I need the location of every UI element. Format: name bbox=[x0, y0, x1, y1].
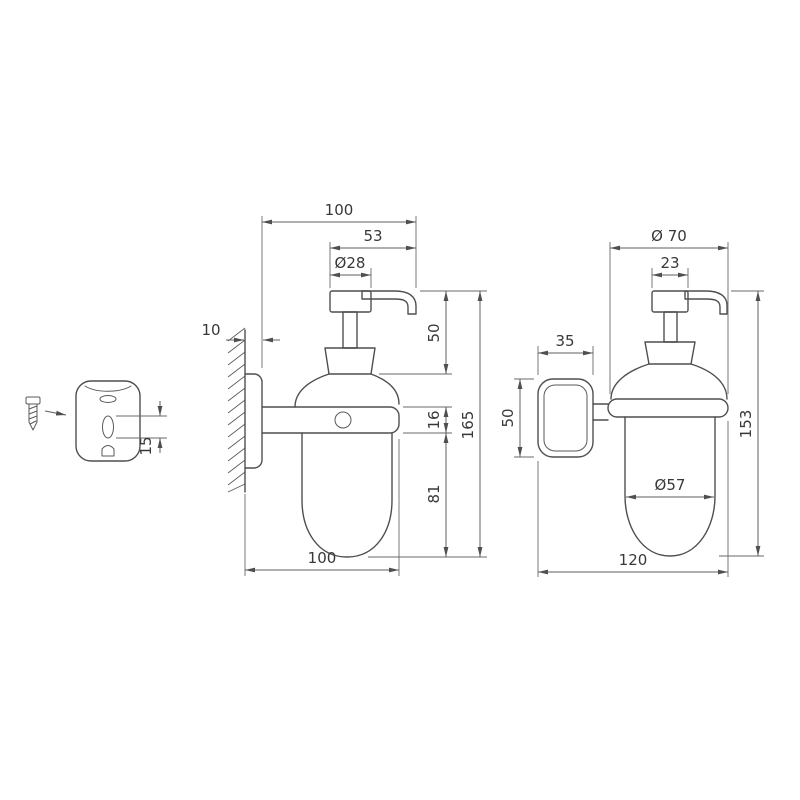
pump-spout bbox=[361, 290, 417, 315]
plate-center-slot bbox=[102, 415, 114, 439]
dim-label: 153 bbox=[737, 410, 755, 439]
dim-label: Ø57 bbox=[655, 476, 686, 494]
dim-label: 100 bbox=[308, 549, 337, 567]
dim-label: 16 bbox=[425, 410, 443, 429]
screw-thread bbox=[29, 420, 37, 425]
screw-head bbox=[25, 396, 41, 405]
holder-ring bbox=[607, 398, 729, 418]
dim-front-plate-width: 35 bbox=[538, 332, 593, 356]
holder-arm-band bbox=[261, 406, 400, 434]
dim-label: 50 bbox=[499, 408, 517, 427]
dim-side-wall-offset: 10 bbox=[201, 321, 280, 343]
bottle-shoulder-left bbox=[610, 363, 650, 400]
bottle-body bbox=[301, 432, 393, 558]
mount-plate-detail bbox=[75, 380, 141, 462]
hatch-line bbox=[227, 399, 246, 414]
pump-spout bbox=[684, 290, 728, 315]
hatch-line bbox=[227, 459, 246, 474]
screw-pointer-arrow bbox=[44, 410, 67, 416]
hatch-line bbox=[227, 447, 246, 462]
dim-label: 165 bbox=[459, 411, 477, 440]
dim-detail-slot-height: 15 bbox=[116, 401, 167, 456]
pump-neck bbox=[663, 311, 678, 343]
dim-front-bottom-width: 120 bbox=[538, 551, 728, 575]
hatch-line bbox=[227, 387, 246, 402]
plate-inner-contour bbox=[543, 384, 588, 452]
hatch-line bbox=[227, 435, 246, 450]
plate-top-slot bbox=[99, 395, 117, 403]
dim-label: 81 bbox=[425, 484, 443, 503]
dim-side-body-height: 81 bbox=[425, 433, 449, 557]
hatch-line bbox=[227, 411, 246, 426]
dim-side-holder-height: 16 bbox=[425, 407, 449, 433]
side-view: 100 53 Ø28 10 50 16 81 165 bbox=[201, 201, 487, 576]
plate-top-contour bbox=[84, 385, 132, 392]
hatch-line bbox=[227, 339, 246, 354]
bottle-collar bbox=[644, 341, 696, 365]
dim-label: 53 bbox=[363, 227, 382, 245]
pump-cap bbox=[651, 290, 689, 313]
dim-side-pump-height: 50 bbox=[425, 291, 449, 374]
dim-label: 50 bbox=[425, 323, 443, 342]
hatch-line bbox=[227, 423, 246, 438]
bottle-shoulder-left bbox=[294, 373, 330, 408]
hatch-line bbox=[227, 375, 246, 390]
plate-outline bbox=[537, 378, 594, 458]
dim-front-glass-diameter: Ø57 bbox=[626, 476, 714, 500]
detail-view: 15 bbox=[25, 380, 167, 462]
side-extension-lines bbox=[244, 216, 487, 576]
hatch-line bbox=[227, 327, 246, 342]
plate-outline bbox=[75, 380, 141, 462]
glass-body bbox=[624, 416, 716, 557]
mount-plate-front bbox=[537, 378, 609, 458]
dim-front-body-diameter: Ø 70 bbox=[610, 227, 728, 251]
wall-hatching bbox=[227, 327, 246, 493]
hatch-line bbox=[227, 471, 246, 486]
pump-neck bbox=[342, 311, 358, 349]
dim-side-top-width: 100 bbox=[262, 201, 416, 225]
dim-label: 23 bbox=[660, 254, 679, 272]
dim-label: Ø 70 bbox=[651, 227, 687, 245]
dim-side-total-height: 165 bbox=[459, 291, 483, 557]
screw-thread bbox=[28, 415, 38, 420]
screw-thread bbox=[28, 405, 38, 410]
bottle-shoulder-right bbox=[690, 363, 728, 400]
hatch-line bbox=[227, 483, 246, 493]
dim-front-pump-width: 23 bbox=[652, 254, 688, 278]
screw-thread bbox=[28, 410, 38, 415]
bottle-shoulder-right bbox=[370, 373, 400, 405]
dim-label: 10 bbox=[201, 321, 220, 339]
pump-cap bbox=[329, 290, 372, 313]
dim-side-bottom-width: 100 bbox=[245, 549, 399, 573]
dim-front-total-height: 153 bbox=[737, 291, 761, 556]
hatch-line bbox=[227, 351, 246, 366]
bottle-collar bbox=[324, 347, 376, 375]
dim-label: 35 bbox=[555, 332, 574, 350]
dim-front-plate-height: 50 bbox=[499, 379, 523, 457]
dim-label: Ø28 bbox=[335, 254, 366, 272]
dim-label: 15 bbox=[137, 436, 155, 455]
dim-side-pump-diameter: Ø28 bbox=[330, 254, 371, 278]
front-extension-lines bbox=[514, 242, 764, 577]
mount-plate-side bbox=[244, 373, 263, 469]
dim-label: 120 bbox=[619, 551, 648, 569]
hatch-line bbox=[227, 363, 246, 378]
screw-detail bbox=[25, 396, 41, 431]
holder-screw bbox=[334, 411, 352, 429]
dim-label: 100 bbox=[325, 201, 354, 219]
dim-side-spout-reach: 53 bbox=[330, 227, 416, 251]
plate-bottom-clip bbox=[101, 445, 115, 457]
front-view: Ø 70 23 35 50 153 Ø57 120 bbox=[499, 227, 764, 577]
